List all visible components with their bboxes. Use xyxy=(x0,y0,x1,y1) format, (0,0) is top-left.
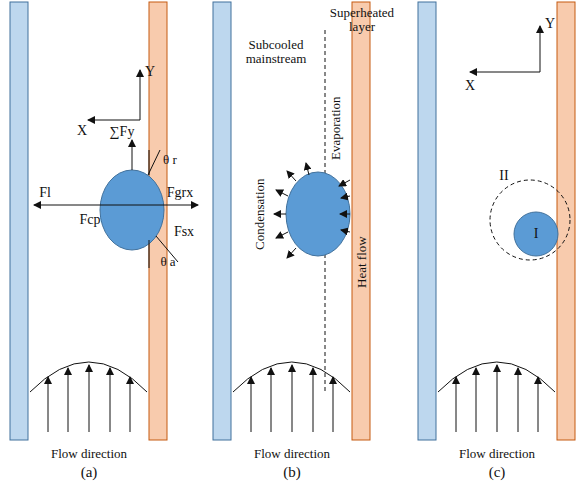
grown-bubble-outline xyxy=(490,180,570,260)
region-label: II xyxy=(499,168,508,183)
process-label: Condensation xyxy=(253,178,267,250)
region-label: Subcooled mainstream xyxy=(236,38,316,67)
angle-label: θ r xyxy=(163,153,177,167)
flow-label: Flow direction xyxy=(457,447,537,461)
process-label: Evaporation xyxy=(329,96,343,160)
region-label: Superheated layer xyxy=(326,6,398,35)
axis-label: Y xyxy=(145,64,155,79)
flow-arrows xyxy=(48,365,538,432)
flow-label: Flow direction xyxy=(49,447,129,461)
axes-a xyxy=(88,70,140,120)
process-label: Heat flow xyxy=(355,236,369,288)
force-label: Fcp xyxy=(80,212,101,227)
axes-c xyxy=(470,26,540,72)
force-label: Fl xyxy=(39,185,51,200)
heat-arrows xyxy=(274,163,350,258)
panel-label: (c) xyxy=(489,464,506,481)
force-label: Fsx xyxy=(174,224,194,239)
cold-walls xyxy=(10,2,436,440)
hot-walls xyxy=(149,2,575,440)
force-label: ∑Fy xyxy=(110,124,135,139)
force-label: Fgrx xyxy=(167,185,193,200)
force-arrows xyxy=(34,140,198,268)
bubble xyxy=(286,172,350,256)
panel-label: (a) xyxy=(81,464,98,481)
flow-label: Flow direction xyxy=(252,447,332,461)
axis-label: X xyxy=(77,123,87,138)
axis-label: Y xyxy=(545,16,555,31)
bubble xyxy=(514,212,558,256)
axis-label: X xyxy=(465,78,475,93)
bubble xyxy=(100,170,164,250)
panel-label: (b) xyxy=(283,464,301,481)
region-label: I xyxy=(534,226,539,241)
angle-label: θ a xyxy=(160,255,175,269)
